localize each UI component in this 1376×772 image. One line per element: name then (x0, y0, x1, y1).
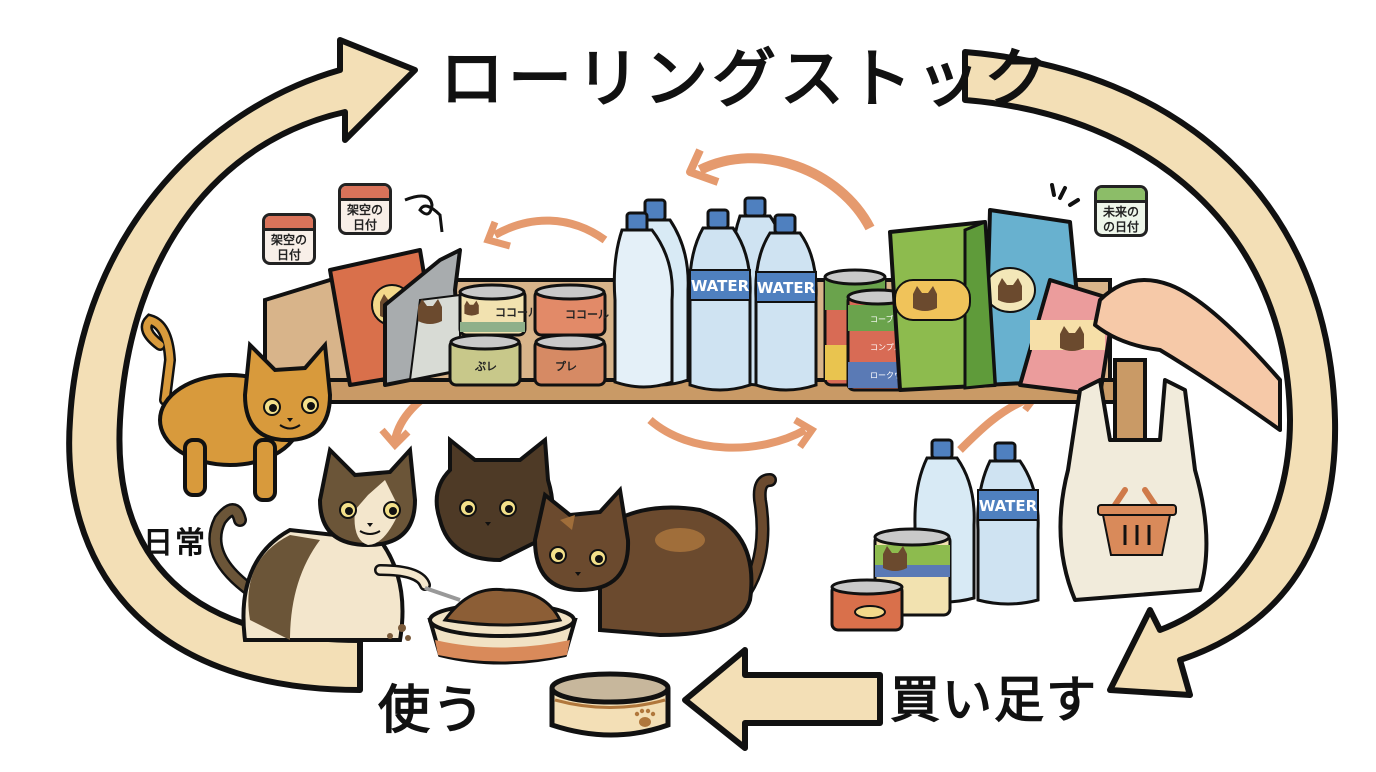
inner-arrows (379, 148, 1041, 453)
cat-tortoiseshell (532, 473, 777, 638)
paw-print-icon (634, 708, 656, 727)
calendar-line1: 架空の (270, 233, 307, 247)
cat-dark-brown (434, 435, 555, 563)
water-label: WATER (979, 497, 1038, 515)
calendar-line2: 日付 (352, 218, 377, 232)
can-stack-left: ココール ココール ぷレ プレ (448, 283, 609, 387)
restock-cans (830, 527, 952, 632)
food-bowl-full (427, 587, 578, 665)
food-bag-green (888, 219, 997, 392)
calendar-icon-fictional-date-1: 架空の日付 (262, 213, 316, 265)
water-bottles-shelf: WATER WATER (612, 196, 818, 392)
calendar-icon-future-date: 未来のの日付 (1094, 185, 1148, 237)
food-bowl-empty (549, 671, 671, 738)
can-label: コンプル (870, 343, 902, 352)
cat-orange-tabby (140, 313, 333, 502)
shopping-basket-icon (1097, 487, 1177, 556)
sparkle-lines (1050, 183, 1080, 207)
can-label: プレ (555, 359, 577, 373)
calendar-line2: 日付 (276, 248, 301, 262)
calendar-line1: 未来の (1102, 205, 1139, 219)
hand (1093, 278, 1282, 432)
shopping-bag (1058, 378, 1209, 602)
page-title: ローリングストック (440, 43, 1052, 117)
calendar-icon-fictional-date-2: 架空の日付 (338, 183, 392, 235)
cycle-arrow-left-up (66, 37, 418, 693)
buy-more-label: 買い足す (890, 671, 1098, 729)
can-label: コーブル (870, 314, 902, 324)
curl-arrow-icon (404, 194, 444, 233)
food-bag-gray (383, 248, 462, 387)
can-label: ココール (565, 308, 609, 321)
daily-label: 日常 (143, 526, 207, 561)
food-bag-pink (1018, 278, 1117, 397)
water-label: WATER (757, 279, 816, 297)
calendar-line1: 架空の (346, 203, 383, 217)
water-label: WATER (691, 277, 750, 295)
fish-icon (854, 605, 886, 619)
calendar-line2: の日付 (1102, 220, 1139, 234)
restock-bottles: WATER (913, 438, 1040, 606)
cycle-arrow-bottom-left (682, 647, 883, 751)
bottle-water-label: WATER (688, 208, 752, 392)
can-label: ぷレ (474, 360, 497, 373)
cycle-arrow-right-down (962, 49, 1339, 698)
use-label: 使う (378, 681, 487, 741)
bottle (612, 211, 674, 389)
can-label: ロークウ (870, 371, 902, 380)
cat-calico (208, 445, 461, 642)
bottle-water-label: WATER (754, 213, 818, 392)
can-label: ココール (495, 306, 539, 319)
